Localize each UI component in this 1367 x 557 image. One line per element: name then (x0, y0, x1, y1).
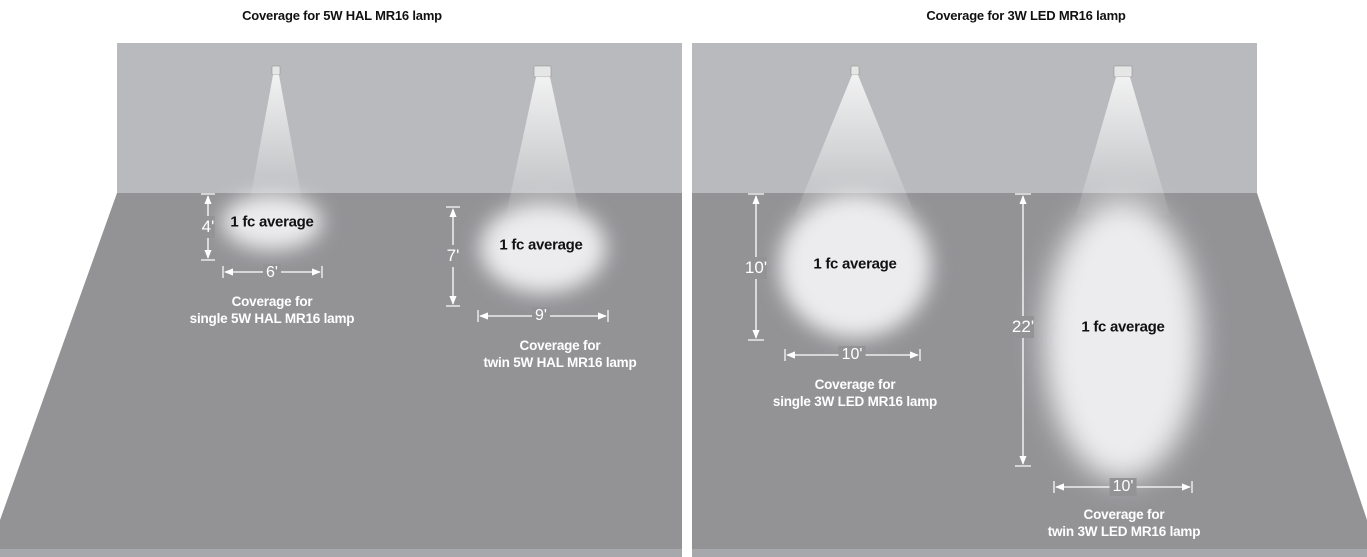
light-beam (795, 75, 915, 215)
floor-edge-left (0, 549, 682, 557)
light-pool (480, 203, 606, 293)
light-pool (779, 194, 931, 338)
light-pool (222, 194, 322, 250)
caption-line: twin 3W LED MR16 lamp (1047, 524, 1201, 539)
caption-line: single 5W HAL MR16 lamp (189, 311, 355, 326)
fixture-icon (271, 65, 281, 76)
height-value: 7' (446, 245, 460, 267)
width-value: 6' (263, 264, 281, 282)
caption-hal-twin: Coverage for twin 5W HAL MR16 lamp (483, 337, 636, 371)
caption-line: Coverage for (519, 338, 601, 353)
light-pool (1044, 200, 1200, 480)
wall-right (692, 43, 1257, 193)
height-value: 4' (201, 216, 215, 238)
caption-line: Coverage for (1083, 507, 1165, 522)
fixture-twin-icon (533, 65, 552, 78)
average-label: 1 fc average (1081, 318, 1165, 336)
light-beam (250, 75, 302, 200)
panel-hal (0, 43, 682, 557)
caption-line: Coverage for (814, 377, 896, 392)
caption-hal-single: Coverage for single 5W HAL MR16 lamp (190, 293, 355, 327)
caption-led-single: Coverage for single 3W LED MR16 lamp (773, 376, 937, 410)
fixture-twin-icon (1113, 65, 1133, 78)
average-label: 1 fc average (813, 255, 897, 273)
panel-led (692, 43, 1367, 557)
height-value: 22' (1011, 316, 1035, 338)
light-beam (1076, 77, 1170, 215)
fixture-icon (850, 65, 860, 76)
average-label: 1 fc average (230, 213, 314, 231)
caption-led-twin: Coverage for twin 3W LED MR16 lamp (1048, 506, 1201, 540)
title-hal: Coverage for 5W HAL MR16 lamp (242, 8, 442, 23)
light-beam (506, 77, 580, 215)
caption-line: Coverage for (231, 294, 313, 309)
width-value: 10' (1109, 478, 1137, 496)
wall-left (117, 43, 682, 193)
caption-line: single 3W LED MR16 lamp (772, 394, 938, 409)
title-led: Coverage for 3W LED MR16 lamp (926, 8, 1126, 23)
average-label: 1 fc average (499, 236, 583, 254)
caption-line: twin 5W HAL MR16 lamp (483, 355, 637, 370)
width-value: 10' (838, 346, 866, 364)
height-value: 10' (744, 257, 768, 279)
width-value: 9' (532, 307, 550, 325)
floor-edge-right (692, 549, 1367, 557)
panel-divider (682, 43, 692, 557)
